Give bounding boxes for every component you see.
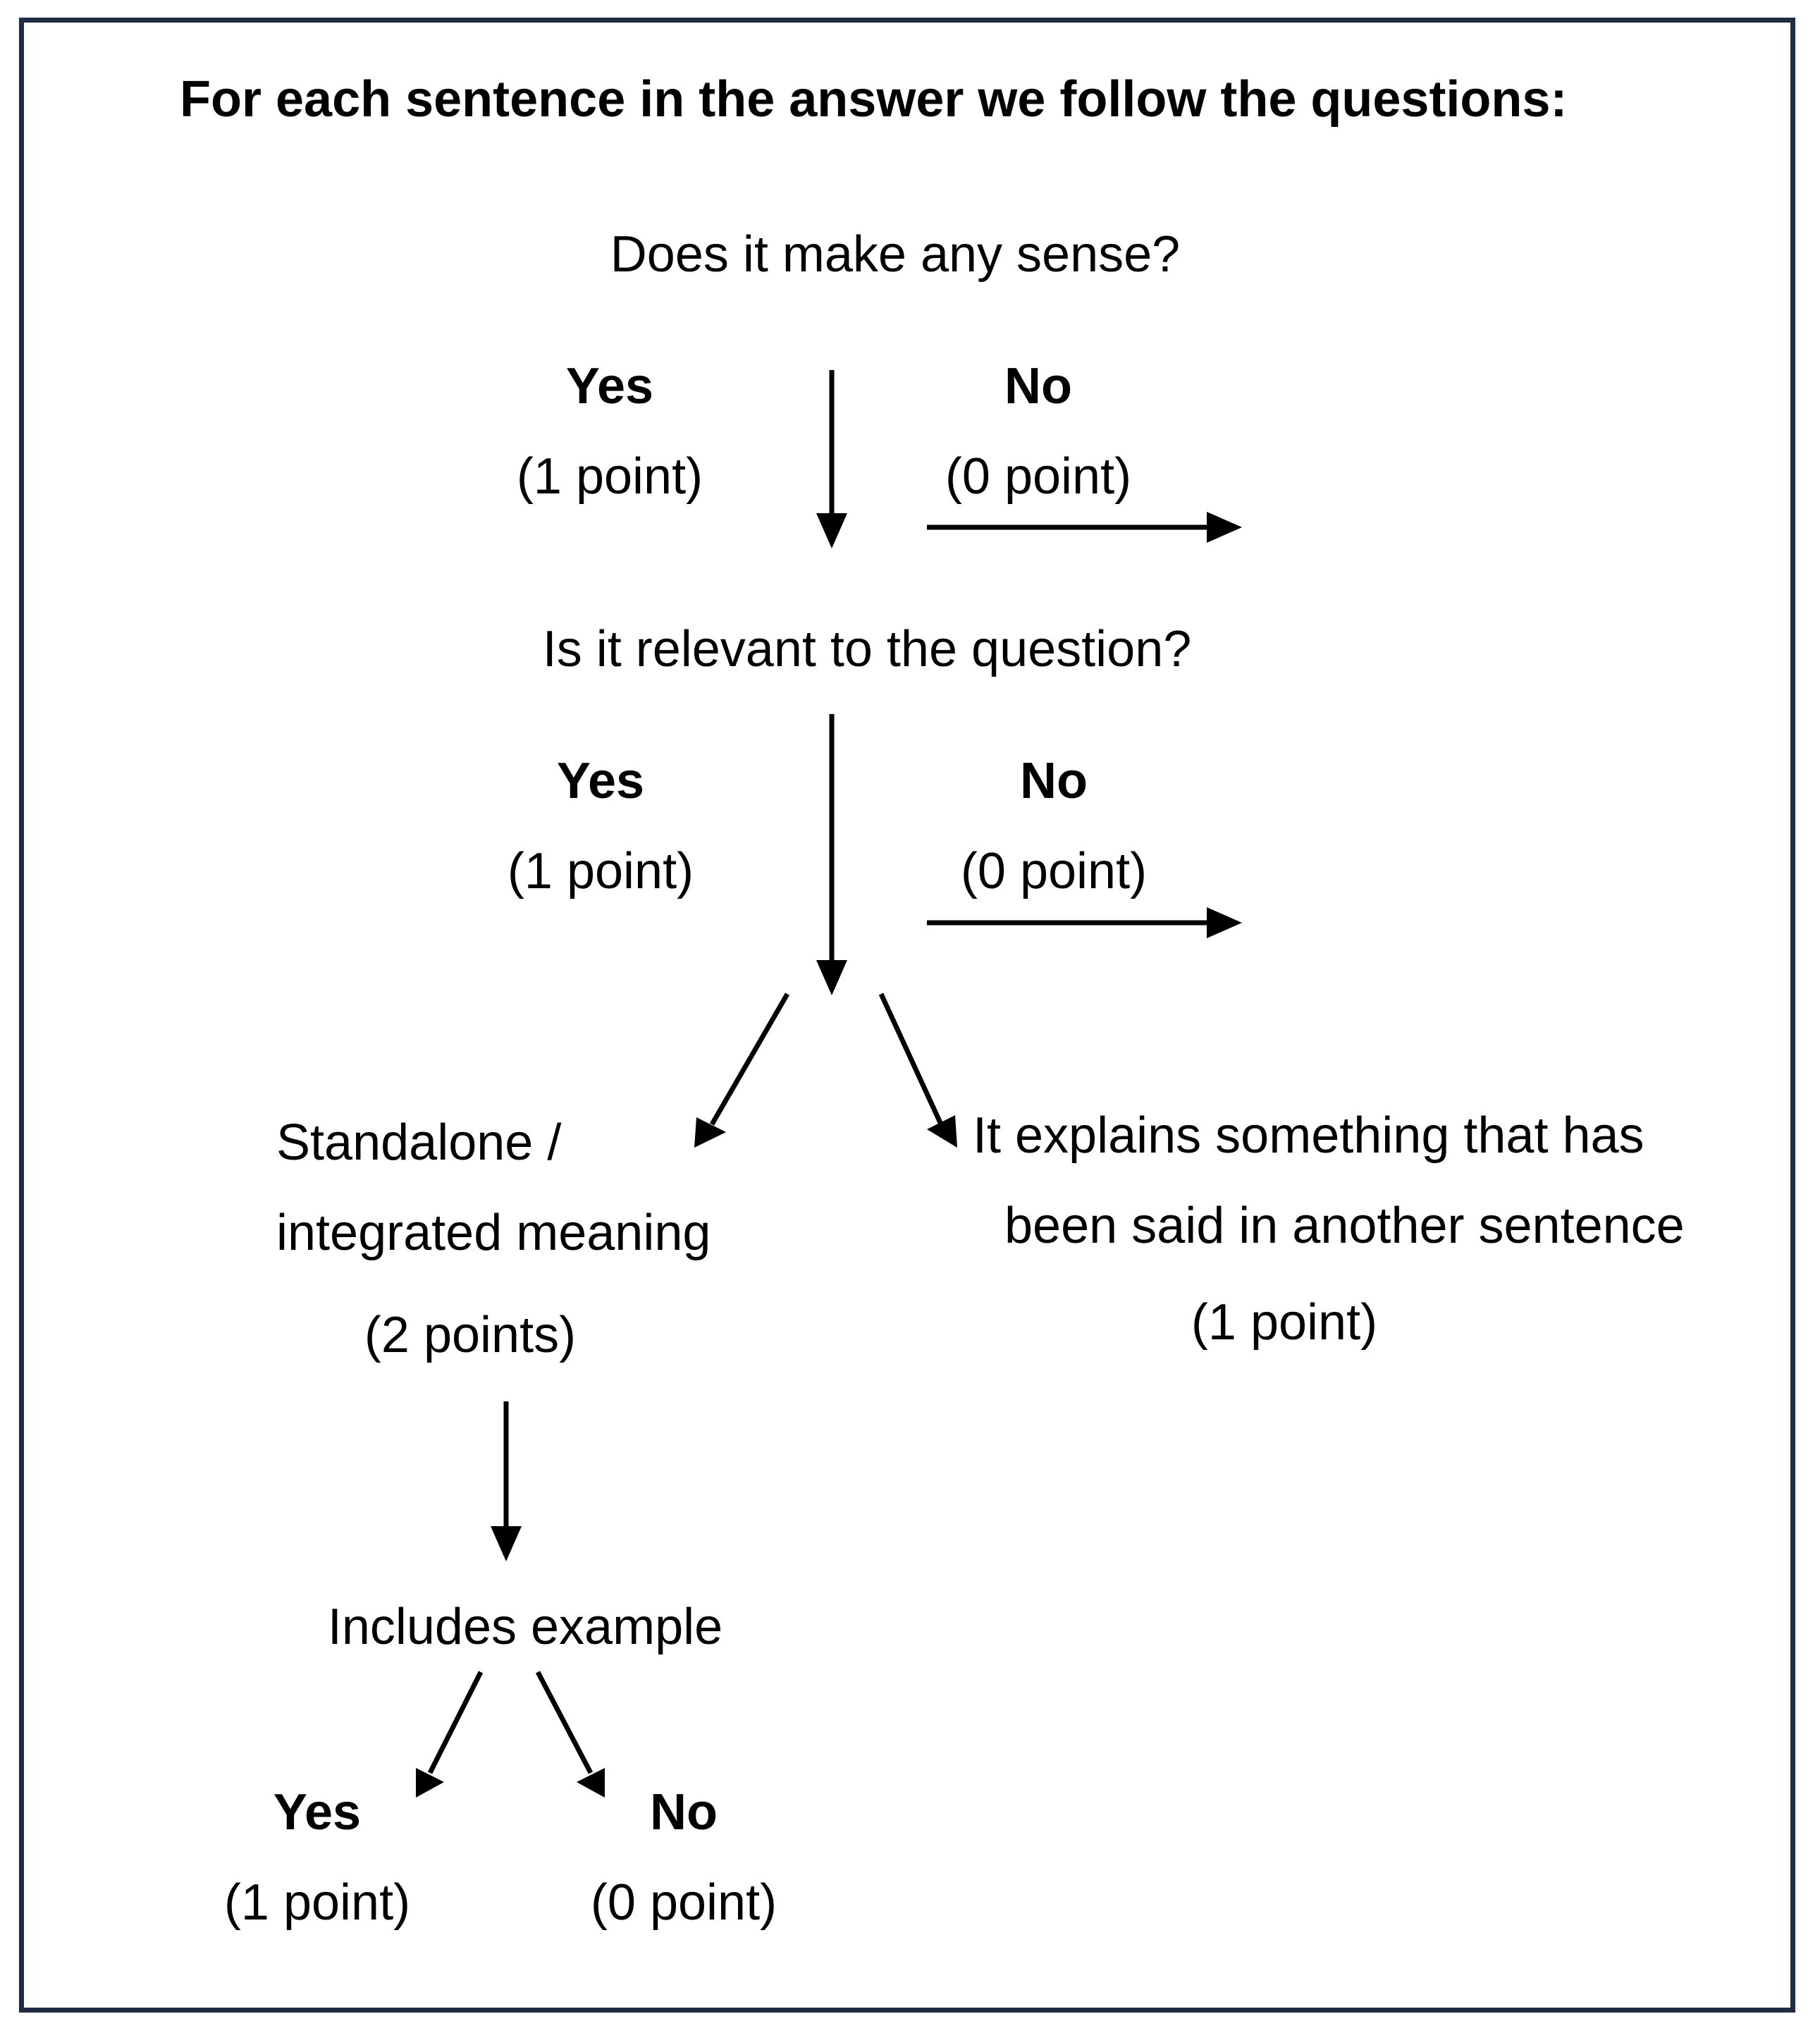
arrowhead-split-right xyxy=(927,1115,957,1148)
q2-question: Is it relevant to the question? xyxy=(542,621,1192,677)
q1-yes-label: Yes xyxy=(565,358,654,414)
explains-line1: It explains something that has xyxy=(973,1107,1644,1164)
q2-yes-label: Yes xyxy=(556,753,645,809)
diagram-frame xyxy=(19,18,1795,2013)
standalone-points: (2 points) xyxy=(364,1307,577,1363)
explains-line2: been said in another sentence xyxy=(1004,1198,1685,1254)
q2-yes-points: (1 point) xyxy=(507,843,694,899)
example-no-points: (0 point) xyxy=(590,1874,777,1931)
arrowhead-q2-yes xyxy=(816,960,847,995)
arrowhead-example-yes xyxy=(416,1768,444,1798)
example-no-label: No xyxy=(650,1784,718,1841)
arrowhead-q1-yes xyxy=(816,513,847,548)
example-yes-label: Yes xyxy=(273,1784,362,1841)
q1-question: Does it make any sense? xyxy=(610,226,1181,283)
standalone-line1: Standalone / xyxy=(276,1114,562,1171)
q1-no-points: (0 point) xyxy=(945,448,1132,505)
arrowhead-standalone xyxy=(491,1526,522,1561)
diagram-title: For each sentence in the answer we follo… xyxy=(180,71,1568,128)
example-yes-points: (1 point) xyxy=(223,1874,411,1931)
arrowhead-q2-no xyxy=(1207,907,1242,938)
arrow-example-yes xyxy=(427,1671,484,1774)
q1-yes-points: (1 point) xyxy=(516,448,703,505)
arrowhead-split-left xyxy=(694,1117,726,1148)
arrow-split-right xyxy=(878,993,944,1126)
standalone-line2: integrated meaning xyxy=(276,1205,711,1261)
explains-points: (1 point) xyxy=(1191,1294,1378,1351)
q1-no-label: No xyxy=(1004,358,1072,414)
arrowhead-example-no xyxy=(577,1768,605,1798)
arrow-example-no xyxy=(535,1671,594,1774)
q2-no-points: (0 point) xyxy=(960,843,1148,899)
arrow-split-left xyxy=(709,993,790,1126)
example-question: Includes example xyxy=(327,1599,723,1655)
arrowhead-q1-no xyxy=(1207,512,1242,543)
q2-no-label: No xyxy=(1020,753,1088,809)
